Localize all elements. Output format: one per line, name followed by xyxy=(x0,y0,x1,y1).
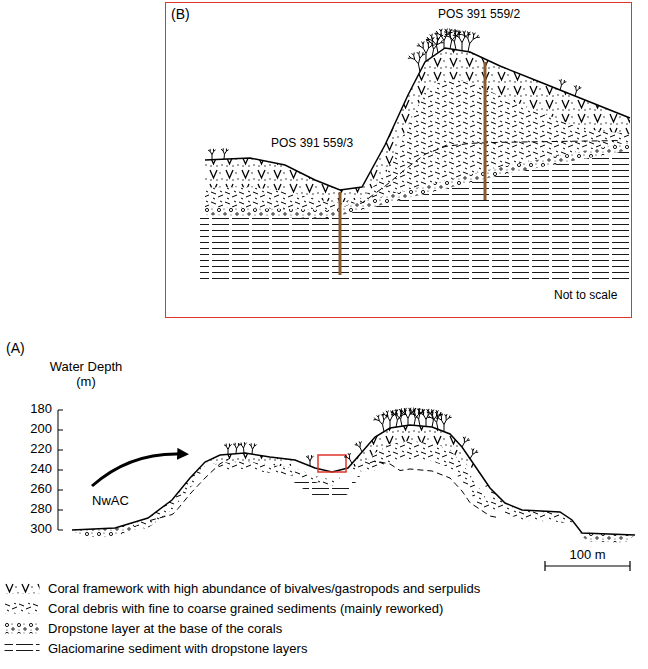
profile-a xyxy=(58,410,635,571)
legend-row: Dropstone layer at the base of the coral… xyxy=(4,620,282,636)
glaciomarine-sediment xyxy=(290,473,362,500)
scale-bar xyxy=(545,561,630,571)
label-box: NwAC xyxy=(92,494,129,509)
coral-colony xyxy=(208,29,581,466)
tick-label: 260 xyxy=(30,481,52,496)
coral-framework xyxy=(205,48,630,203)
depth-axis xyxy=(58,410,63,530)
tick-label: 200 xyxy=(30,421,52,436)
sediment-core xyxy=(340,62,485,275)
label-box: 100 m xyxy=(545,548,630,563)
node-text: POS 391 559/2 xyxy=(438,8,520,22)
legend-swatch xyxy=(4,582,40,594)
tick-label: 280 xyxy=(30,501,52,516)
inset-frame: (B) POS 391 559/2POS 391 559/3Not to scal… xyxy=(165,2,632,318)
label-box: 200 xyxy=(10,422,52,437)
tick-label: 300 xyxy=(30,521,52,536)
label-box: 220 xyxy=(10,442,52,457)
tick-label: 240 xyxy=(30,461,52,476)
seafloor-profile xyxy=(205,48,630,190)
text-label: (A) xyxy=(6,340,25,356)
current-arrow xyxy=(92,454,182,486)
legend-row: Glaciomarine sediment with dropstone lay… xyxy=(4,640,307,656)
label-box: 180 xyxy=(10,402,52,417)
label-box: 260 xyxy=(10,482,52,497)
inset-locator xyxy=(318,455,346,472)
panel-label: (B) xyxy=(171,6,190,22)
coral-debris xyxy=(205,48,630,210)
label-box: 240 xyxy=(10,462,52,477)
legend-text: Dropstone layer at the base of the coral… xyxy=(48,621,282,636)
label-box: Water Depth (m) xyxy=(40,360,132,390)
legend-row: Coral framework with high abundance of b… xyxy=(4,580,480,596)
legend-text: Glaciomarine sediment with dropstone lay… xyxy=(48,641,307,656)
label-box: (A) xyxy=(6,340,25,356)
legend-swatch xyxy=(4,622,40,634)
legend-text: Coral framework with high abundance of b… xyxy=(48,581,480,596)
legend-text: Coral debris with fine to coarse grained… xyxy=(48,601,443,616)
layer-boundary xyxy=(370,461,500,518)
label-box: 300 xyxy=(10,522,52,537)
text-label: NwAC xyxy=(92,493,129,508)
profile-b xyxy=(200,48,630,282)
node-text: Not to scale xyxy=(554,289,617,303)
dropstone-layer xyxy=(205,142,630,218)
text-label: 100 m xyxy=(569,547,605,562)
legend-swatch xyxy=(4,602,40,614)
legend-row: Coral debris with fine to coarse grained… xyxy=(4,600,443,616)
label-box: 280 xyxy=(10,502,52,517)
layer-boundary xyxy=(360,141,620,204)
legend-swatch xyxy=(4,642,40,654)
tick-label: 180 xyxy=(30,401,52,416)
dropstone-layer xyxy=(72,517,150,538)
layer-boundary xyxy=(150,458,230,520)
text-label: Water Depth (m) xyxy=(50,359,123,389)
tick-label: 220 xyxy=(30,441,52,456)
coral-debris xyxy=(205,461,350,487)
node-text: POS 391 559/3 xyxy=(271,137,353,151)
coral-debris xyxy=(345,441,510,510)
seafloor-profile xyxy=(72,425,635,535)
